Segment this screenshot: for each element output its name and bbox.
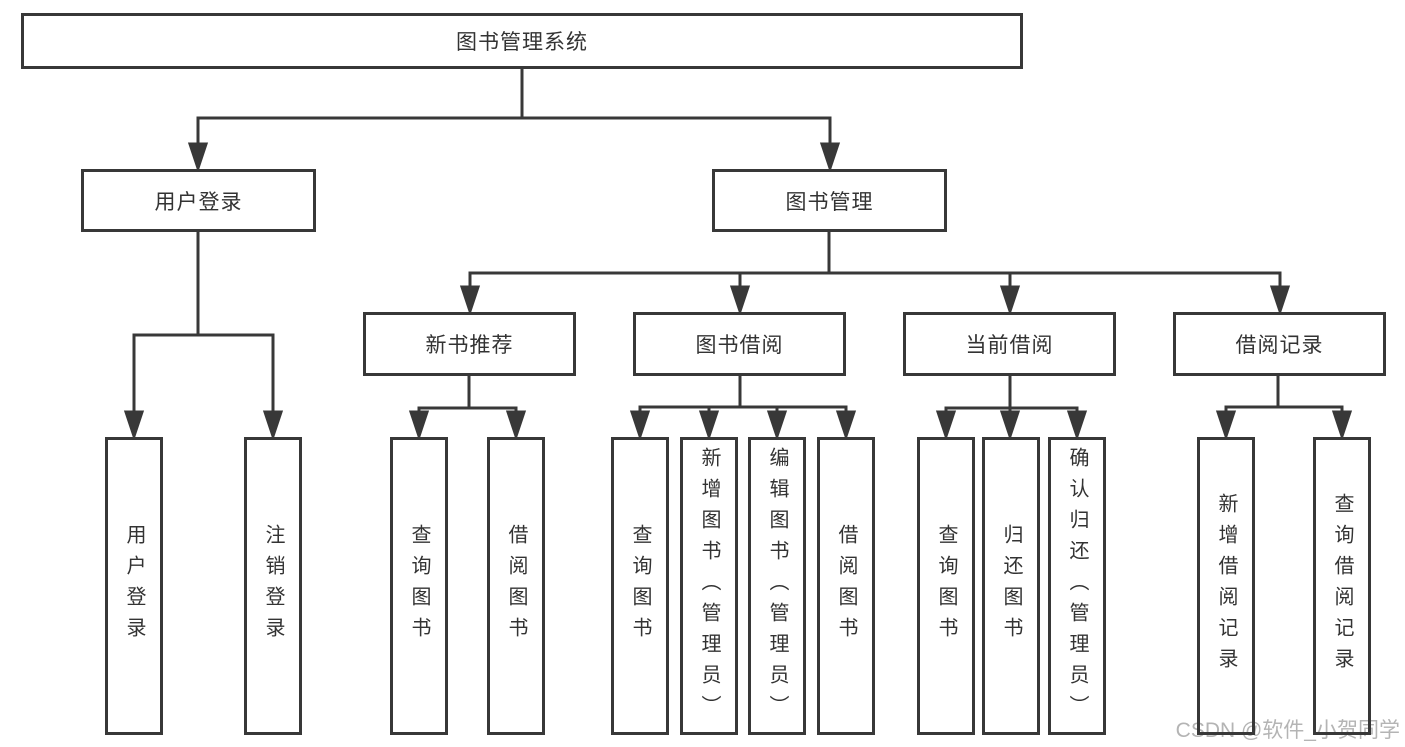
connector-current-borrowing-to-leaves — [935, 376, 1088, 441]
leaf-label: 确认归还（管理员） — [1066, 446, 1088, 726]
leaf-borrow-books-recommend: 借阅图书 — [487, 437, 545, 735]
leaf-edit-books-admin: 编辑图书（管理员） — [748, 437, 806, 735]
connector-book-management-to-level3 — [459, 232, 1291, 316]
leaf-add-borrow-record: 新增借阅记录 — [1197, 437, 1255, 735]
node-label: 当前借阅 — [965, 334, 1054, 357]
leaf-confirm-return-admin: 确认归还（管理员） — [1048, 437, 1106, 735]
leaf-user-login: 用户登录 — [105, 437, 163, 735]
leaf-label: 借阅图书 — [505, 524, 527, 648]
node-label: 图书借阅 — [695, 334, 784, 357]
node-user-login: 用户登录 — [81, 169, 316, 232]
connector-root-to-level2 — [187, 69, 841, 173]
node-new-book-recommend: 新书推荐 — [363, 312, 576, 376]
node-borrowing-records: 借阅记录 — [1173, 312, 1386, 376]
leaf-logout: 注销登录 — [244, 437, 302, 735]
leaf-add-books-admin: 新增图书（管理员） — [680, 437, 738, 735]
node-label: 借阅记录 — [1235, 334, 1324, 357]
leaf-label: 用户登录 — [123, 524, 145, 648]
leaf-query-books-borrowing: 查询图书 — [611, 437, 669, 735]
leaf-label: 借阅图书 — [835, 524, 857, 648]
leaf-label: 新增图书（管理员） — [698, 446, 720, 726]
node-book-borrowing: 图书借阅 — [633, 312, 846, 376]
leaf-label: 查询借阅记录 — [1331, 493, 1353, 679]
leaf-label: 查询图书 — [629, 524, 651, 648]
leaf-label: 查询图书 — [408, 524, 430, 648]
leaf-label: 查询图书 — [935, 524, 957, 648]
connector-borrowing-records-to-leaves — [1215, 376, 1353, 441]
leaf-borrow-books-borrowing: 借阅图书 — [817, 437, 875, 735]
leaf-query-books-recommend: 查询图书 — [390, 437, 448, 735]
leaf-label: 新增借阅记录 — [1215, 493, 1237, 679]
leaf-return-books: 归还图书 — [982, 437, 1040, 735]
csdn-watermark: CSDN @软件_小贺同学 — [1175, 719, 1400, 742]
leaf-label: 归还图书 — [1000, 524, 1022, 648]
node-current-borrowing: 当前借阅 — [903, 312, 1116, 376]
leaf-label: 编辑图书（管理员） — [766, 446, 788, 726]
node-label: 新书推荐 — [425, 334, 514, 357]
node-label: 图书管理系统 — [456, 31, 588, 54]
node-label: 用户登录 — [154, 190, 243, 214]
connector-user-login-to-leaves — [123, 232, 284, 441]
connector-new-book-recommend-to-leaves — [408, 376, 527, 441]
node-label: 图书管理 — [785, 190, 874, 214]
node-root-system: 图书管理系统 — [21, 13, 1023, 69]
connector-book-borrowing-to-leaves — [629, 376, 857, 441]
node-book-management: 图书管理 — [712, 169, 947, 232]
leaf-query-books-current: 查询图书 — [917, 437, 975, 735]
leaf-query-borrow-record: 查询借阅记录 — [1313, 437, 1371, 735]
leaf-label: 注销登录 — [262, 524, 284, 648]
